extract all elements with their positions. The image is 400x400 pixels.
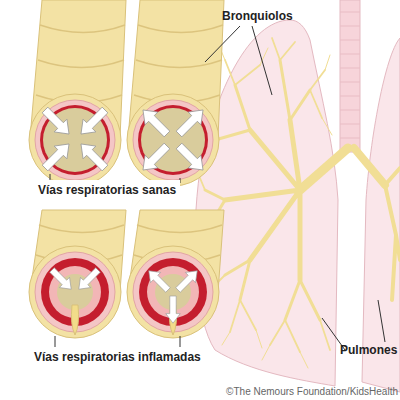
bronchial-tree	[200, 38, 400, 368]
part-label: Vías respiratorias inflamadas	[30, 347, 205, 367]
part-label: Vías respiratorias sanas	[34, 180, 180, 200]
inflamed-airway	[127, 210, 224, 338]
part-label: Bronquiolos	[222, 8, 293, 24]
trachea	[340, 0, 360, 152]
copyright-note: ©The Nemours Foundation/KidsHealth	[190, 384, 398, 400]
right-lung	[362, 38, 400, 392]
mucus-drip	[71, 305, 78, 335]
healthy-airway	[29, 0, 126, 186]
healthy-airway	[127, 0, 224, 186]
part-label: Pulmones	[340, 342, 397, 358]
inflamed-airway	[29, 210, 126, 338]
